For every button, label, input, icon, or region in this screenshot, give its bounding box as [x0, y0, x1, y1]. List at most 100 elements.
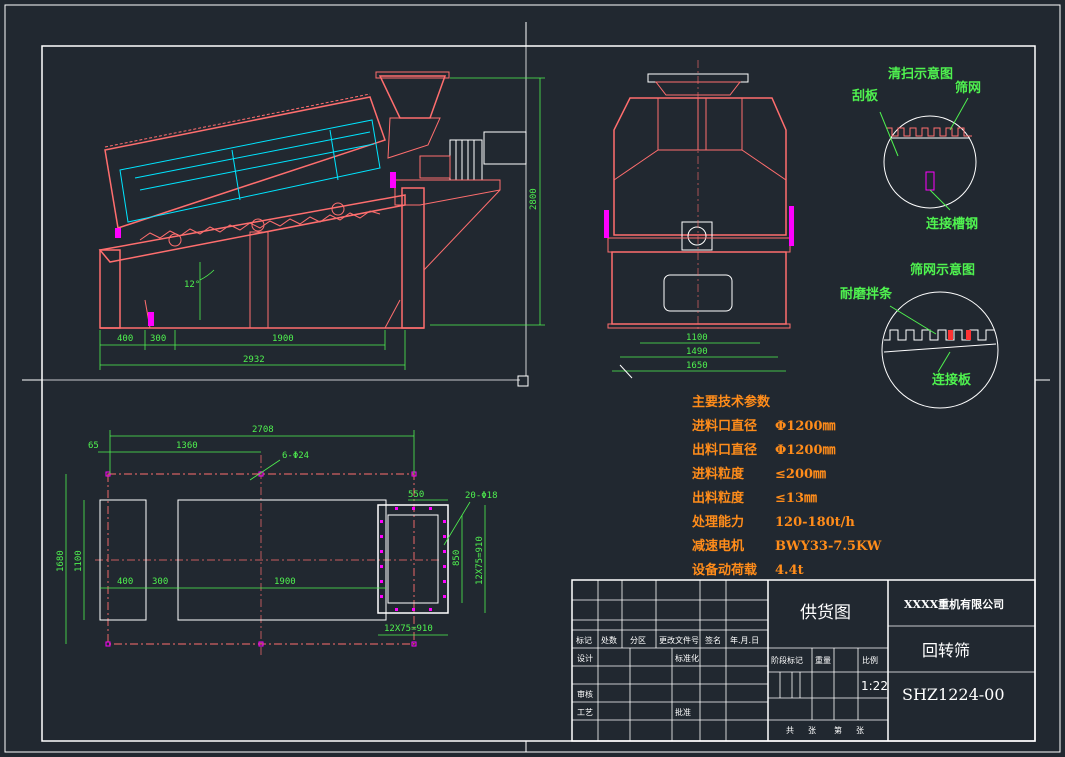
sweep-detail: 清扫示意图 刮板 筛网 连接槽钢 — [852, 66, 981, 232]
bolt-2 — [390, 172, 396, 188]
front-bolt-left — [604, 210, 609, 238]
plan-dim-1100: 1100 — [74, 550, 84, 572]
plan-dim-1360: 1360 — [176, 441, 198, 451]
plan-hole-leader — [443, 501, 471, 546]
drawing-type: 供货图 — [800, 603, 851, 623]
mesh-red-strip-1 — [948, 330, 953, 340]
scale-value: 1:22 — [861, 679, 888, 693]
spec-list: 主要技术参数 进料口直径 Φ1200㎜ 出料口直径 Φ1200㎜ 进料粒度 ≤2… — [691, 394, 882, 578]
plan-dim-2708: 2708 — [252, 425, 274, 435]
sweep-mesh-label: 筛网 — [955, 80, 981, 96]
sweep-scraper-label: 刮板 — [852, 88, 879, 104]
coupling-guard — [419, 155, 451, 179]
rear-brace — [384, 299, 401, 329]
title-block-frame — [571, 579, 1036, 742]
sweep-mesh-teeth — [886, 127, 972, 137]
spec-label-2: 出料口直径 — [692, 442, 757, 458]
sweep-mesh-leader — [949, 97, 969, 131]
plan-bolt-leader — [249, 459, 281, 481]
screen-drum — [119, 119, 381, 223]
tb-label-date: 年.月.日 — [730, 635, 759, 645]
hopper-flange — [375, 71, 450, 79]
support-roller-1 — [168, 233, 182, 247]
tb-sheet-num-1: 第 — [834, 725, 842, 735]
tb-label-standard: 标准化 — [675, 653, 699, 663]
spec-label-4: 出料粒度 — [692, 490, 745, 506]
dim-300: 300 — [150, 334, 166, 344]
tb-label-zone: 分区 — [630, 636, 646, 645]
drum-rib-2 — [329, 129, 339, 181]
plan-dim-910-v: 12X75=910 — [475, 536, 485, 585]
plan-bolt-note: 6-Φ24 — [282, 451, 309, 461]
motor-brace — [423, 189, 501, 271]
front-base — [607, 323, 791, 329]
spec-value-5: 120-180t/h — [775, 515, 855, 530]
front-dim-1490: 1490 — [686, 347, 708, 357]
company-name: XXXX重机有限公司 — [904, 597, 1004, 611]
tb-scale-label: 比例 — [862, 655, 878, 665]
plan-dim-1900: 1900 — [274, 577, 296, 587]
plan-outlet-holes — [380, 507, 446, 611]
drum-rib-1 — [231, 149, 241, 201]
title-block — [571, 579, 1036, 742]
dim-total: 2932 — [243, 355, 265, 365]
drum-housing — [104, 96, 386, 229]
tb-stage-label: 阶段标记 — [771, 655, 803, 665]
mesh-base-line — [883, 343, 997, 353]
title-block-text: 供货图 XXXX重机有限公司 回转筛 SHZ1224-00 1:22 标记 处数… — [576, 597, 1005, 735]
plan-dim-850: 850 — [452, 550, 462, 566]
plan-dim-65: 65 — [88, 441, 99, 451]
tb-label-sign: 签名 — [705, 635, 721, 645]
housing-top-edge — [104, 93, 371, 148]
mesh-strip-leader — [889, 305, 937, 335]
dim-1900: 1900 — [272, 334, 294, 344]
gear-motor-body — [449, 139, 483, 181]
spec-value-3: ≤200㎜ — [775, 467, 826, 482]
front-view: 1100 1490 1650 — [604, 60, 794, 379]
front-bolt-right — [789, 206, 794, 246]
dim-angle: 12° — [184, 280, 200, 290]
tb-weight-label: 重量 — [815, 655, 831, 665]
plan-outlet-frame — [377, 504, 449, 614]
bolt-1 — [115, 228, 121, 238]
bolt-3 — [148, 312, 154, 326]
support-roller-2 — [251, 218, 265, 232]
front-dim-1650: 1650 — [686, 361, 708, 371]
sheet-outer-border — [4, 4, 1061, 753]
mesh-plate-leader — [937, 351, 951, 373]
sweep-connect-label: 连接槽钢 — [926, 216, 978, 232]
tb-label-design: 设计 — [577, 653, 593, 663]
mesh-detail-title: 筛网示意图 — [910, 262, 975, 278]
spec-value-2: Φ1200㎜ — [775, 443, 836, 458]
tb-sheet-total-1: 共 — [786, 726, 794, 735]
plan-front-pad — [99, 499, 147, 621]
front-top-hopper — [654, 81, 742, 96]
mesh-plate-label: 连接板 — [932, 372, 972, 388]
spec-label-7: 设备动荷载 — [692, 562, 757, 578]
tb-label-mark: 标记 — [576, 635, 592, 645]
mesh-detail-circle — [881, 291, 999, 409]
motor-base — [394, 179, 501, 206]
incline-frame-beam — [98, 194, 406, 263]
spec-value-7: 4.4t — [775, 563, 804, 578]
plan-dim-300: 300 — [152, 577, 168, 587]
dim-height: 2800 — [529, 188, 539, 210]
support-roller-3 — [331, 202, 345, 216]
mesh-detail: 筛网示意图 耐磨拌条 连接板 — [840, 262, 999, 409]
tb-sheet-num-2: 张 — [856, 726, 864, 735]
plan-hole-note: 20-Φ18 — [465, 491, 498, 501]
tb-label-review: 审核 — [577, 689, 593, 699]
front-lower-frame — [611, 251, 787, 325]
front-housing-bend — [613, 149, 787, 181]
front-ucs-mark — [619, 364, 633, 379]
sweep-detail-circle — [883, 115, 977, 209]
sweep-connect-leader — [929, 189, 951, 211]
motor — [483, 131, 527, 165]
plan-main-pad — [177, 499, 387, 621]
mesh-teeth — [884, 329, 994, 341]
side-view: 400 300 1900 2932 2800 12° — [98, 71, 545, 370]
sweep-channel — [925, 171, 935, 191]
tb-label-process: 工艺 — [577, 708, 593, 717]
plan-outlet-inner — [387, 514, 439, 604]
feed-hopper — [378, 75, 447, 119]
